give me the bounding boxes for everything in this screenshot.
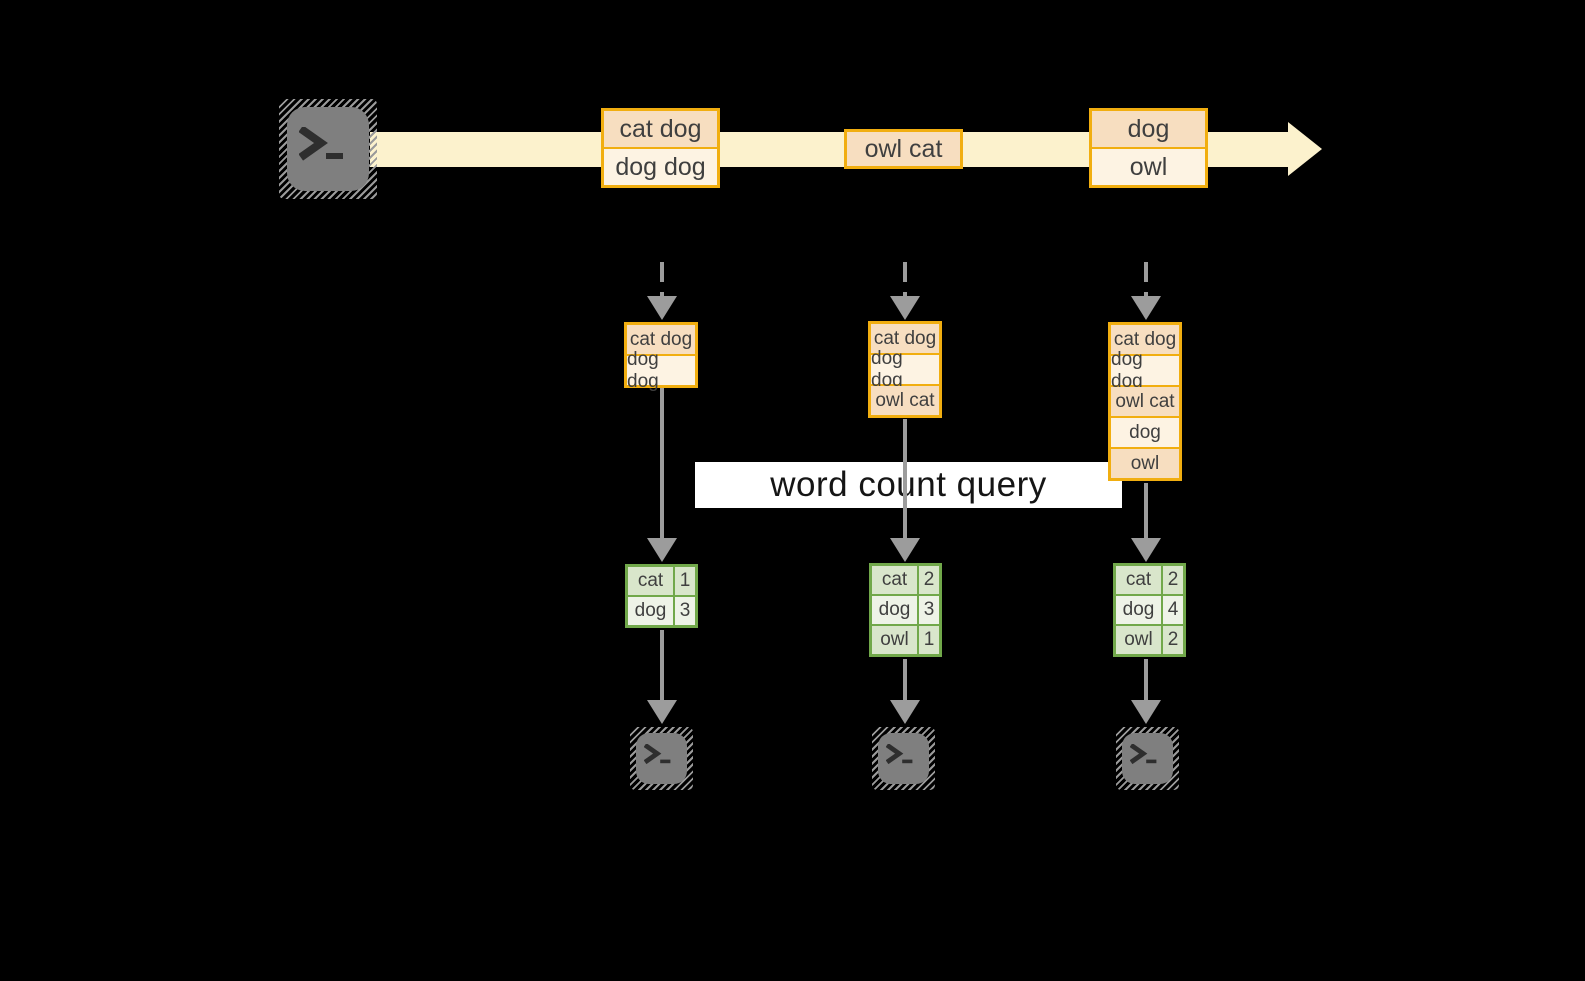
query-label: word count query (770, 465, 1047, 504)
result-count-cell: 2 (919, 566, 939, 594)
terminal-body (287, 107, 369, 191)
accumulated-input-cell: owl cat (1111, 387, 1179, 416)
result-count-cell: 1 (675, 567, 695, 595)
output-terminal-icon (1116, 727, 1179, 790)
accumulated-input-cell: dog (1111, 418, 1179, 447)
accumulated-input-cell: dog dog (871, 348, 939, 391)
result-row: cat 2 (1116, 566, 1183, 594)
trigger-arrow-icon (890, 262, 920, 320)
result-count-cell: 2 (1163, 626, 1183, 654)
query-arrow-icon (1131, 483, 1161, 562)
result-word-cell: dog (1116, 596, 1161, 624)
output-terminal-icon (630, 727, 693, 790)
terminal-prompt-icon (1130, 744, 1157, 765)
terminal-prompt-icon (299, 127, 343, 161)
result-word-cell: owl (872, 626, 917, 654)
result-word-cell: cat (1116, 566, 1161, 594)
result-count-cell: 4 (1163, 596, 1183, 624)
stream-event-box: owl cat (844, 129, 963, 169)
accumulated-input-cell: dog dog (627, 349, 695, 392)
accumulated-input-cell: cat dog (627, 325, 695, 354)
output-terminal-icon (872, 727, 935, 790)
result-count-cell: 3 (919, 596, 939, 624)
result-word-cell: dog (628, 597, 673, 625)
result-word-cell: cat (872, 566, 917, 594)
source-terminal-icon (279, 99, 377, 199)
trigger-arrow-icon (647, 262, 677, 320)
stream-event-cell: dog (1092, 111, 1205, 147)
result-row: cat 2 (872, 566, 939, 594)
stream-event-cell: cat dog (604, 111, 717, 147)
result-row: cat 1 (628, 567, 695, 595)
input-stream-arrowhead-icon (1288, 122, 1322, 176)
accumulated-input-cell: owl cat (871, 386, 939, 415)
result-row: dog 3 (872, 596, 939, 624)
output-arrow-icon (1131, 659, 1161, 724)
result-count-cell: 3 (675, 597, 695, 625)
accumulated-input-box: cat dog dog dog owl cat dog owl (1108, 322, 1182, 481)
stream-event-cell: owl (1092, 149, 1205, 185)
accumulated-input-cell: cat dog (1111, 325, 1179, 354)
output-arrow-icon (647, 630, 677, 724)
result-word-cell: owl (1116, 626, 1161, 654)
result-table: cat 2 dog 3 owl 1 (869, 563, 942, 657)
stream-event-cell: owl cat (847, 132, 960, 166)
result-table: cat 1 dog 3 (625, 564, 698, 628)
accumulated-input-box: cat dog dog dog (624, 322, 698, 392)
terminal-prompt-icon (644, 744, 671, 765)
stream-event-box: dog owl (1089, 108, 1208, 188)
query-arrow-icon (647, 388, 677, 562)
terminal-prompt-icon (886, 744, 913, 765)
result-row: owl 1 (872, 626, 939, 654)
result-table: cat 2 dog 4 owl 2 (1113, 563, 1186, 657)
result-word-cell: dog (872, 596, 917, 624)
result-row: dog 4 (1116, 596, 1183, 624)
terminal-body (636, 733, 687, 784)
result-row: owl 2 (1116, 626, 1183, 654)
accumulated-input-cell: owl (1111, 449, 1179, 478)
query-label-band: word count query (695, 462, 1122, 508)
output-arrow-icon (890, 659, 920, 724)
stream-event-box: cat dog dog dog (601, 108, 720, 188)
accumulated-input-cell: cat dog (871, 324, 939, 353)
result-row: dog 3 (628, 597, 695, 625)
stream-event-cell: dog dog (604, 149, 717, 185)
query-arrow-icon (890, 419, 920, 562)
result-word-cell: cat (628, 567, 673, 595)
result-count-cell: 1 (919, 626, 939, 654)
accumulated-input-cell: dog dog (1111, 349, 1179, 392)
terminal-body (1122, 733, 1173, 784)
result-count-cell: 2 (1163, 566, 1183, 594)
accumulated-input-box: cat dog dog dog owl cat (868, 321, 942, 418)
terminal-body (878, 733, 929, 784)
trigger-arrow-icon (1131, 262, 1161, 320)
